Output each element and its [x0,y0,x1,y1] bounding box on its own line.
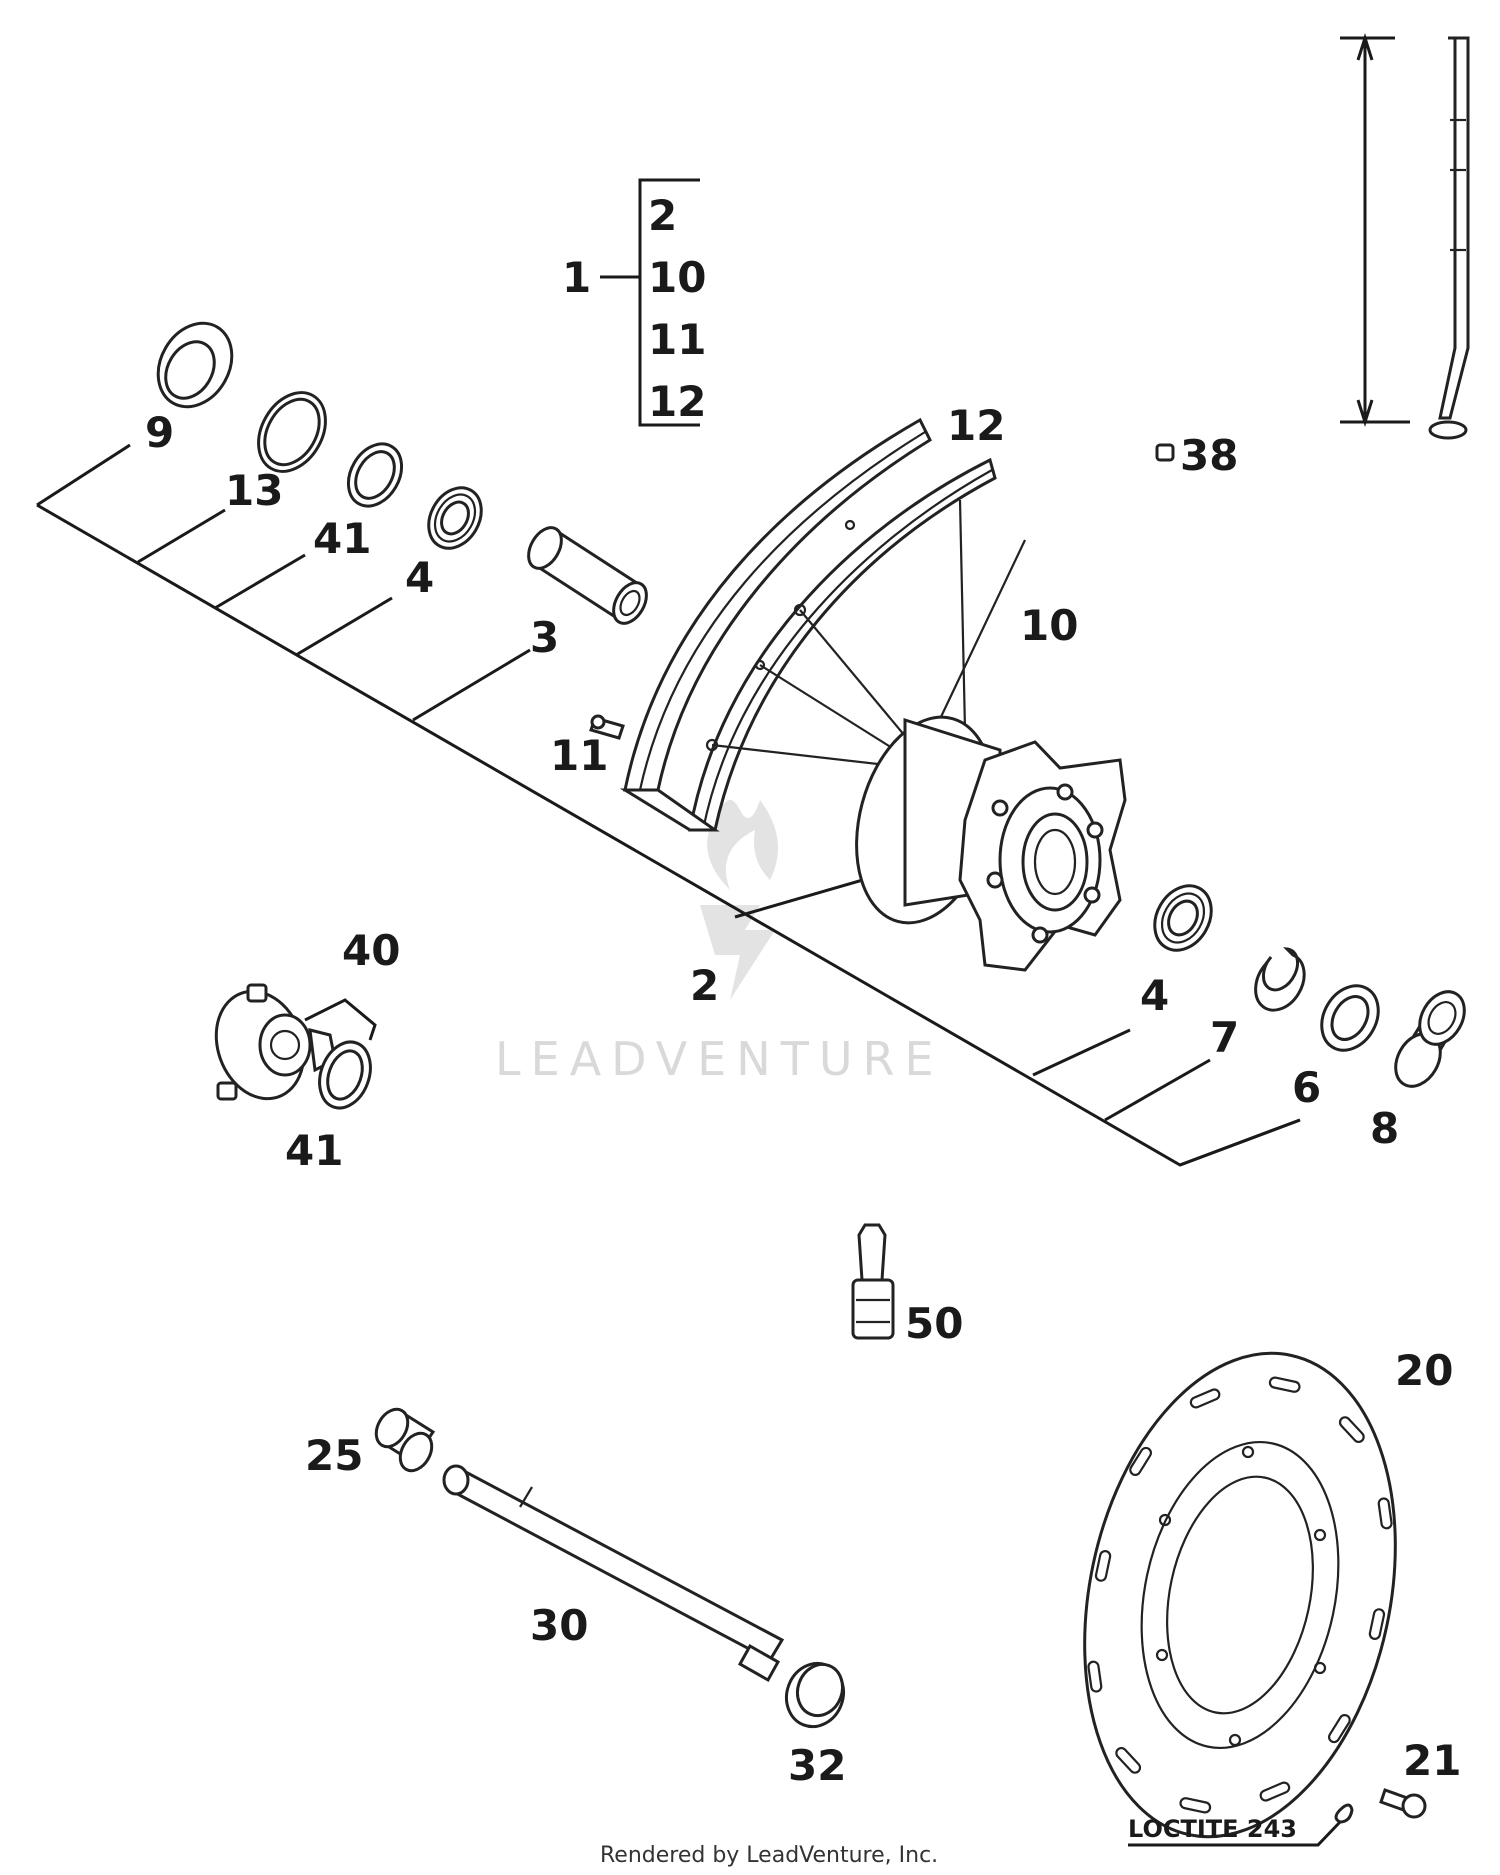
part-13-ring: 13 [225,391,327,515]
callout-4-top: 4 [405,553,434,602]
callout-32: 32 [788,1741,846,1790]
callout-10: 10 [1020,601,1078,650]
spoke-length-reference [1340,33,1470,440]
callout-9: 9 [145,408,174,457]
part-40-speedo-drive: 40 [214,926,400,1101]
part-8-spacer: 8 [1370,990,1466,1153]
part-11-nipple: 11 [550,714,625,780]
callout-21: 21 [1403,1736,1461,1785]
credit-text: Rendered by LeadVenture, Inc. [600,1843,938,1868]
part-7-circlip: 7 [1210,947,1306,1062]
callout-41-top: 41 [313,514,371,563]
callout-4-bottom: 4 [1140,971,1169,1020]
part-38-valve-cap: 38 [1155,431,1238,480]
part-41-circlip-bottom: 41 [285,1040,372,1175]
part-4-bearing-bottom: 4 [1140,884,1213,1020]
loctite-label: LOCTITE 243 [1128,1815,1297,1843]
callout-38: 38 [1180,431,1238,480]
part-2-hub: 2 [690,715,1127,1010]
callout-8: 8 [1370,1104,1399,1153]
callout-3: 3 [530,613,559,662]
part-4-bearing-top: 4 [405,486,483,602]
kit-item-2: 2 [648,191,677,240]
kit-item-11: 11 [648,315,706,364]
callout-2: 2 [690,961,719,1010]
part-3-spacer: 3 [527,526,648,662]
callout-25: 25 [305,1431,363,1480]
callout-13: 13 [225,466,283,515]
kit-item-12: 12 [648,377,706,426]
callout-40: 40 [342,926,400,975]
part-50-bottle: 50 [851,1223,963,1348]
callout-7: 7 [1210,1013,1239,1062]
callout-20: 20 [1395,1346,1453,1395]
callout-41-bottom: 41 [285,1126,343,1175]
loctite-note: LOCTITE 243 [1128,1815,1342,1847]
axis-leader-lines [36,443,1301,1167]
part-9-seal: 9 [145,321,234,457]
part-20-brake-disc: 20 [1083,1346,1453,1839]
callout-12: 12 [947,401,1005,450]
callout-6: 6 [1292,1063,1321,1112]
part-41-circlip-top: 41 [313,442,404,563]
leadventure-watermark: LEADVENTURE [495,800,944,1086]
kit-bracket: 1 2 10 11 12 [562,178,706,427]
part-21-screw: 21 [1334,1736,1461,1824]
callout-1: 1 [562,253,591,302]
callout-11: 11 [550,731,608,780]
part-30-axle: 30 [442,1464,785,1683]
part-32-axle-nut: 32 [785,1661,846,1790]
part-25-spacer: 25 [305,1407,436,1480]
callout-30: 30 [530,1601,588,1650]
callout-50: 50 [905,1299,963,1348]
kit-item-10: 10 [648,253,706,302]
part-6-seal: 6 [1292,984,1380,1112]
part-12-rim: 12 [619,401,1005,832]
watermark-text: LEADVENTURE [495,1032,944,1086]
